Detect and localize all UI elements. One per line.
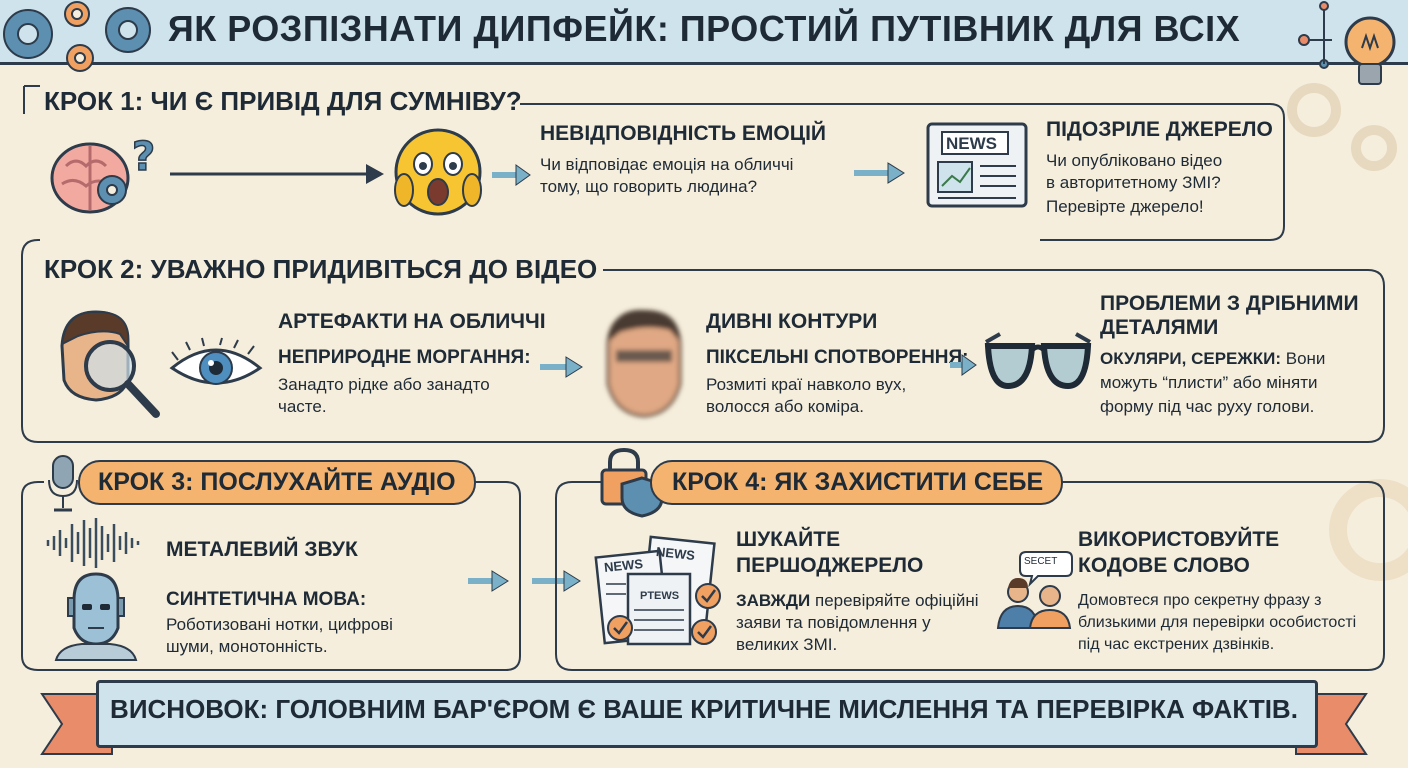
newspaper-icon (926, 122, 1028, 208)
contours-label: ПІКСЕЛЬНІ СПОТВОРЕННЯ: (706, 347, 969, 368)
microphone-icon (48, 455, 78, 512)
brain-question-icon: ? (50, 133, 156, 214)
blurred-face-icon (606, 309, 682, 418)
page-title: ЯК РОЗПІЗНАТИ ДИПФЕЙК: ПРОСТИЙ ПУТІВНИК … (167, 8, 1241, 49)
bubble-label: SECET (1024, 556, 1058, 567)
step2-outline (21, 239, 1385, 443)
source-text-3: Перевірте джерело! (1046, 197, 1204, 216)
step2-heading: КРОК 2: УВАЖНО ПРИДИВІТЬСЯ ДО ВІДЕО (44, 254, 604, 285)
title-bar (0, 0, 1408, 65)
source-text-2: в авторитетному ЗМІ? (1046, 173, 1221, 192)
details-text-1-rest: Вони (1281, 349, 1326, 368)
contours-text-2: волосся або коміра. (706, 397, 864, 416)
contours-text-1: Розмиті краї навколо вух, (706, 375, 907, 394)
details-text-3: форму під час руху голови. (1100, 397, 1315, 416)
conclusion-text: ВИСНОВОК: ГОЛОВНИМ БАР'ЄРОМ Є ВАШЕ КРИТИ… (110, 694, 1298, 724)
step1-connector (23, 85, 40, 114)
emotion-title: НЕВІДПОВІДНІСТЬ ЕМОЦІЙ (540, 122, 827, 145)
emotion-text-1: Чи відповідає емоція на обличчі (540, 155, 794, 174)
details-title-1: ПРОБЛЕМИ З ДРІБНИМИ (1100, 292, 1359, 315)
robot-icon (54, 572, 138, 661)
synthetic-text-2: шуми, монотонність. (166, 637, 328, 656)
primary-title-1: ШУКАЙТЕ (736, 528, 841, 551)
primary-text-3: великих ЗМІ. (736, 635, 838, 654)
source-title: ПІДОЗРІЛЕ ДЖЕРЕЛО (1046, 118, 1273, 141)
metal-sound-title: МЕТАЛЕВИЙ ЗВУК (166, 538, 358, 561)
arrow-icon (170, 164, 384, 184)
conclusion-banner (96, 680, 1318, 748)
synthetic-label: СИНТЕТИЧНА МОВА: (166, 589, 367, 610)
step3-outline (21, 481, 521, 671)
step1-outline (520, 103, 1285, 241)
codeword-text-3: під час екстрених дзвінків. (1078, 636, 1275, 653)
svg-text:?: ? (132, 134, 155, 180)
codeword-text-2: близькими для перевірки особистості (1078, 614, 1357, 631)
arrow-icon (532, 570, 581, 592)
news-label-3: PTEWS (640, 590, 680, 602)
primary-text-1-rest: перевіряйте офіційні (810, 591, 979, 610)
face-title: АРТЕФАКТИ НА ОБЛИЧЧІ (278, 310, 546, 333)
codeword-text-1: Домовтеся про секретну фразу з (1078, 592, 1322, 609)
faded-gears-icon (1287, 83, 1397, 171)
faded-gear-icon (1329, 479, 1408, 581)
arrow-icon (950, 354, 977, 376)
details-title-2: ДЕТАЛЯМИ (1100, 316, 1219, 339)
details-text-2: можуть “плисти” або міняти (1100, 373, 1318, 392)
step3-heading: КРОК 3: ПОСЛУХАЙТЕ АУДІО (78, 460, 476, 505)
codeword-title-2: КОДОВЕ СЛОВО (1078, 554, 1250, 577)
lightbulb-icon (1298, 1, 1396, 85)
shocked-emoji-icon (394, 128, 482, 216)
primary-title-2: ПЕРШОДЖЕРЕЛО (736, 554, 924, 577)
people-codeword-icon (996, 551, 1073, 629)
face-text-2: часте. (278, 397, 327, 416)
gears-icon (3, 1, 151, 72)
primary-text-2: заяви та повідомлення у (736, 613, 931, 632)
glasses-icon (984, 332, 1092, 390)
face-text-1: Занадто рідке або занадто (278, 375, 490, 394)
arrow-icon (468, 570, 509, 592)
primary-label: ЗАВЖДИ (736, 591, 811, 610)
emotion-text-2: тому, що говорить людина? (540, 177, 758, 196)
details-label: ОКУЛЯРИ, СЕРЕЖКИ: (1100, 349, 1282, 368)
primary-text-1: ЗАВЖДИ перевіряйте офіційні (736, 590, 979, 611)
step4-outline (555, 481, 1385, 671)
face-label: НЕПРИРОДНЕ МОРГАННЯ: (278, 347, 531, 368)
contours-title: ДИВНІ КОНТУРИ (706, 310, 878, 333)
newspaper-label: NEWS (946, 134, 997, 153)
face-magnifier-icon (60, 310, 160, 418)
arrow-icon (540, 356, 583, 378)
details-text-1: ОКУЛЯРИ, СЕРЕЖКИ: Вони (1100, 348, 1325, 369)
newspapers-check-icon (594, 535, 721, 646)
eye-icon (169, 337, 263, 385)
synthetic-text-1: Роботизовані нотки, цифрові (166, 615, 393, 634)
arrow-icon (492, 164, 531, 186)
arrow-icon (854, 162, 905, 184)
waveform-icon (46, 518, 140, 568)
step4-heading: КРОК 4: ЯК ЗАХИСТИТИ СЕБЕ (650, 460, 1064, 505)
step1-heading: КРОК 1: ЧИ Є ПРИВІД ДЛЯ СУМНІВУ? (44, 86, 522, 116)
source-text-1: Чи опубліковано відео (1046, 151, 1223, 170)
codeword-title-1: ВИКОРИСТОВУЙТЕ (1078, 528, 1280, 551)
